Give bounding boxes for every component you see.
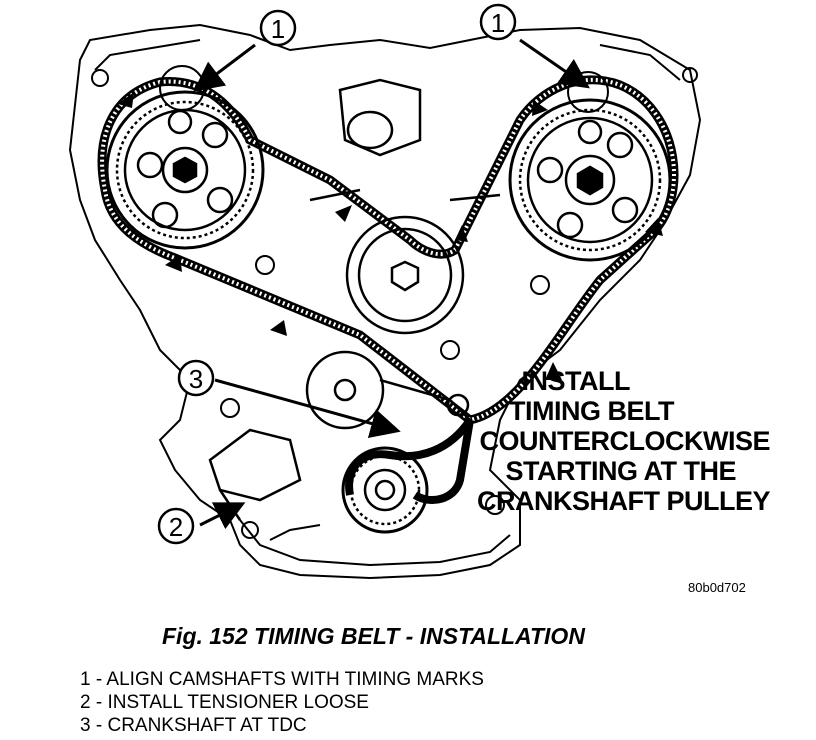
right-camshaft-sprocket (508, 98, 672, 262)
legend-separator: - (90, 669, 107, 690)
legend-separator: - (90, 715, 108, 736)
timing-belt-diagram: 1 1 2 3 (68, 3, 702, 580)
timing-belt (97, 75, 679, 504)
instruction-line: INSTALL (521, 366, 631, 396)
callout-leaders (193, 38, 590, 530)
instruction-line: COUNTERCLOCKWISE (479, 426, 771, 456)
legend-text: CRANKSHAFT AT TDC (107, 715, 307, 736)
svg-text:3: 3 (189, 364, 203, 394)
belt-direction-arrows (118, 92, 663, 380)
instruction-line: TIMING BELT (509, 396, 674, 426)
legend-text: INSTALL TENSIONER LOOSE (107, 692, 369, 713)
svg-text:2: 2 (169, 512, 183, 542)
instruction-line: CRANKSHAFT PULLEY (477, 486, 771, 516)
legend-item: 2 - INSTALL TENSIONER LOOSE (80, 691, 484, 714)
legend-item: 1 - ALIGN CAMSHAFTS WITH TIMING MARKS (80, 668, 484, 691)
svg-text:1: 1 (491, 8, 505, 38)
legend-number: 1 (80, 669, 91, 690)
tensioner (208, 350, 471, 521)
svg-text:1: 1 (271, 14, 285, 44)
callout-2: 2 (157, 507, 195, 545)
instruction-line: STARTING AT THE (505, 456, 737, 486)
installation-instruction: INSTALL TIMING BELT COUNTERCLOCKWISE STA… (440, 366, 771, 516)
figure-caption: Fig. 152 TIMING BELT - INSTALLATION (162, 623, 585, 649)
legend-item: 3 - CRANKSHAFT AT TDC (80, 714, 484, 737)
left-camshaft-sprocket (105, 90, 265, 250)
engine-bolts (91, 67, 698, 539)
legend: 1 - ALIGN CAMSHAFTS WITH TIMING MARKS 2 … (80, 668, 484, 737)
callout-1-right: 1 (479, 3, 517, 41)
callout-1-left: 1 (259, 9, 297, 47)
crankshaft-sprocket (341, 446, 429, 534)
legend-text: ALIGN CAMSHAFTS WITH TIMING MARKS (106, 669, 484, 690)
figure-code: 80b0d702 (688, 580, 746, 595)
callout-3: 3 (177, 359, 215, 397)
legend-number: 3 (80, 715, 91, 736)
legend-number: 2 (80, 692, 91, 713)
legend-separator: - (90, 692, 108, 713)
water-pump (309, 78, 501, 335)
